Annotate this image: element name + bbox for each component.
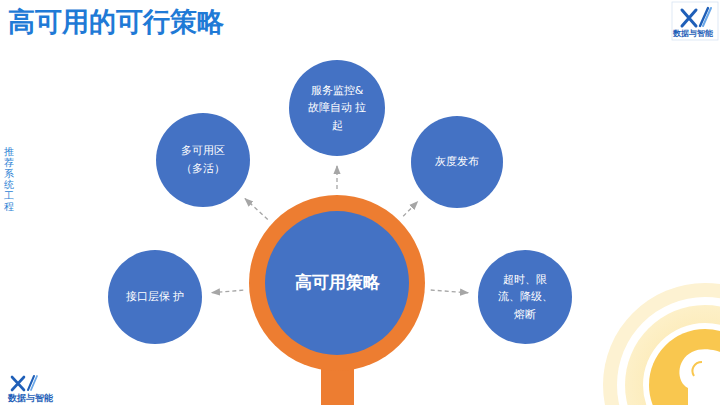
- logo-text: 数据与智能: [8, 392, 53, 405]
- strategy-circle: 接口层保 护: [108, 250, 202, 344]
- dashed-arrow: [336, 166, 337, 189]
- side-caption: 推荐系统工程: [4, 146, 14, 212]
- blue-disc: [108, 250, 202, 344]
- strategy-label: 多可用区 （多活）: [172, 142, 234, 177]
- strategy-circle: 超时、限 流、降级、 熔断: [478, 250, 572, 344]
- logo-mark: [12, 376, 37, 390]
- dashed-arrow: [212, 290, 243, 292]
- circle-outline: [156, 113, 250, 207]
- blue-disc: [478, 250, 572, 344]
- blue-disc: [265, 211, 409, 355]
- blue-disc: [156, 113, 250, 207]
- strategy-label: 接口层保 护: [124, 288, 186, 306]
- dashed-arrow: [431, 290, 468, 293]
- dashed-arrow: [403, 202, 417, 216]
- logo-mark: [672, 2, 718, 40]
- strategy-label: 服务监控& 故障自动 拉起: [305, 82, 369, 135]
- hub-circle: 高可用策略: [249, 195, 425, 371]
- corner-ornament: [603, 283, 720, 405]
- hub-label: 高可用策略: [277, 269, 397, 296]
- strategy-label: 灰度发布: [426, 153, 488, 171]
- blue-disc: [289, 60, 385, 156]
- logo-text: 数据与智能: [673, 29, 713, 39]
- dashed-arrow: [245, 199, 268, 220]
- strategy-label: 超时、限 流、降级、 熔断: [494, 271, 556, 324]
- slide-title: 高可用的可行策略: [8, 4, 224, 40]
- strategy-circle: 灰度发布: [411, 116, 503, 208]
- orange-ring: [249, 195, 425, 371]
- blue-disc: [411, 116, 503, 208]
- strategy-circle: 多可用区 （多活）: [156, 113, 250, 207]
- strategy-circle: 服务监控& 故障自动 拉起: [289, 60, 385, 156]
